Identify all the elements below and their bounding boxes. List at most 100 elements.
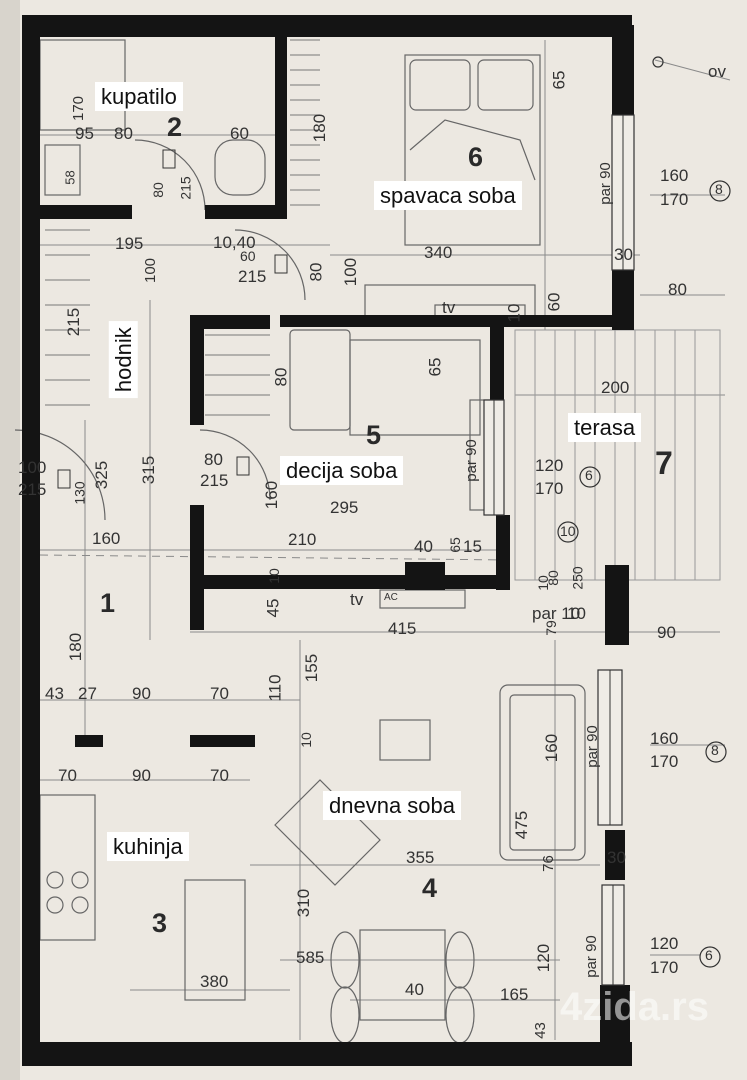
dimension-label: 310 [294, 888, 314, 918]
dimension-label: 475 [512, 810, 532, 840]
dimension-label: 65 [425, 357, 445, 377]
window-glazing [493, 115, 624, 985]
dimension-label: 200 [601, 378, 630, 397]
dimension-label: 415 [388, 619, 417, 638]
room-number-1: 1 [100, 588, 116, 618]
dimension-label: 43 [531, 1022, 549, 1039]
dimension-label: 76 [539, 855, 557, 872]
room-number-5: 5 [366, 420, 382, 450]
ac-mark: AC [384, 592, 398, 603]
dimension-label: 80 [114, 124, 133, 143]
dimension-label: 170 [535, 479, 564, 498]
tv-mark-living: tv [350, 590, 364, 609]
dimension-label: 10,40 [213, 233, 256, 252]
window-width: 120 [650, 934, 679, 953]
dimension-label: 10 [297, 732, 314, 748]
dimension-label: 80 [149, 182, 166, 198]
window-par: par 90 [583, 725, 601, 768]
watermark: 4zida.rs [560, 985, 709, 1029]
dimension-lines [39, 40, 731, 1040]
dimension-label: 90 [657, 623, 676, 642]
dimension-label: 90 [132, 684, 151, 703]
dimension-label: 80 [204, 450, 223, 469]
window-ref: 8 [715, 181, 723, 197]
window-ref: 8 [711, 742, 719, 758]
dimension-label: 215 [238, 267, 267, 286]
dimension-label: 60 [240, 248, 256, 264]
dimension-label: 325 [92, 460, 112, 490]
dimension-label: 585 [296, 948, 325, 967]
window-par: par 90 [462, 439, 480, 482]
terrace-deck [514, 329, 721, 581]
dimension-label: 80 [668, 280, 687, 299]
dimension-label: 130 [71, 481, 88, 505]
room-name-terasa: terasa [568, 413, 642, 443]
dimension-label: 40 [405, 980, 424, 999]
window-ref: 6 [705, 947, 713, 963]
dimension-label: 60 [230, 124, 249, 143]
dimension-label: 30 [607, 848, 626, 867]
window-height: 170 [650, 752, 679, 771]
dimension-label: 27 [78, 684, 97, 703]
room-number-3: 3 [152, 908, 168, 938]
walls [22, 15, 634, 1066]
window-ref: 6 [585, 467, 593, 483]
dimension-label: 45 [263, 598, 283, 618]
ov-mark: ov [708, 62, 726, 81]
dimension-label: 70 [210, 766, 229, 785]
dimension-label: 355 [406, 848, 435, 867]
room-name-kupatilo: kupatilo [95, 82, 183, 112]
dimension-label: 65 [549, 70, 569, 90]
dimension-label: 65 [446, 537, 463, 553]
dimension-label: 120 [534, 943, 554, 973]
dimension-label: 160 [262, 480, 282, 510]
dimension-label: 160 [92, 529, 121, 548]
dimension-label: 380 [200, 972, 229, 991]
dimension-label: 180 [310, 113, 330, 143]
dimension-label: 215 [18, 480, 47, 499]
dimension-label: 250 [569, 566, 586, 590]
dimension-label: 155 [302, 653, 322, 683]
dimension-label: 170 [70, 95, 88, 122]
dimension-label: 295 [330, 498, 359, 517]
window-height: 170 [650, 958, 679, 977]
room-number-6: 6 [468, 142, 484, 172]
dimension-label: 40 [414, 537, 433, 556]
window-width: 160 [660, 166, 689, 185]
room-number-2: 2 [167, 112, 183, 142]
dimension-label: 43 [45, 684, 64, 703]
dimension-label: 160 [542, 733, 562, 763]
window-par: par 90 [582, 935, 600, 978]
dimension-label: 80 [544, 570, 561, 586]
dimension-label: 210 [288, 530, 317, 549]
dimension-label: 315 [139, 455, 159, 485]
dimension-label: 58 [62, 170, 78, 185]
dimension-label: 165 [500, 985, 529, 1004]
dimension-label: 180 [66, 632, 86, 662]
dimension-label: 95 [75, 124, 94, 143]
dimension-label: 215 [64, 307, 84, 337]
dimension-label: 70 [210, 684, 229, 703]
room-name-dnevna-soba: dnevna soba [323, 791, 461, 821]
dimension-label: 15 [463, 537, 482, 556]
window-height: 170 [660, 190, 689, 209]
room-name-spavaca-soba: spavaca soba [374, 181, 522, 211]
dimension-label: 110 [265, 674, 285, 702]
dimension-label: 80 [271, 367, 291, 387]
dimension-label: 100 [142, 257, 160, 284]
dimension-label: 10 [265, 568, 282, 584]
window-width: 160 [650, 729, 679, 748]
dimension-label: 80 [306, 262, 326, 282]
tv-mark-bedroom: tv [442, 298, 456, 317]
dimension-label: 100 [18, 458, 47, 477]
dimension-label: 195 [115, 234, 144, 253]
room-name-kuhinja: kuhinja [107, 832, 189, 862]
room-number-7: 7 [655, 445, 673, 481]
dimension-label: 215 [200, 471, 229, 490]
window-ref-circles [557, 56, 731, 968]
window-ref: 10 [560, 523, 576, 539]
room-name-decija-soba: decija soba [280, 456, 404, 486]
dimension-label: 10 [567, 604, 586, 623]
door-markers [57, 149, 288, 489]
dimension-label: 60 [544, 292, 564, 312]
